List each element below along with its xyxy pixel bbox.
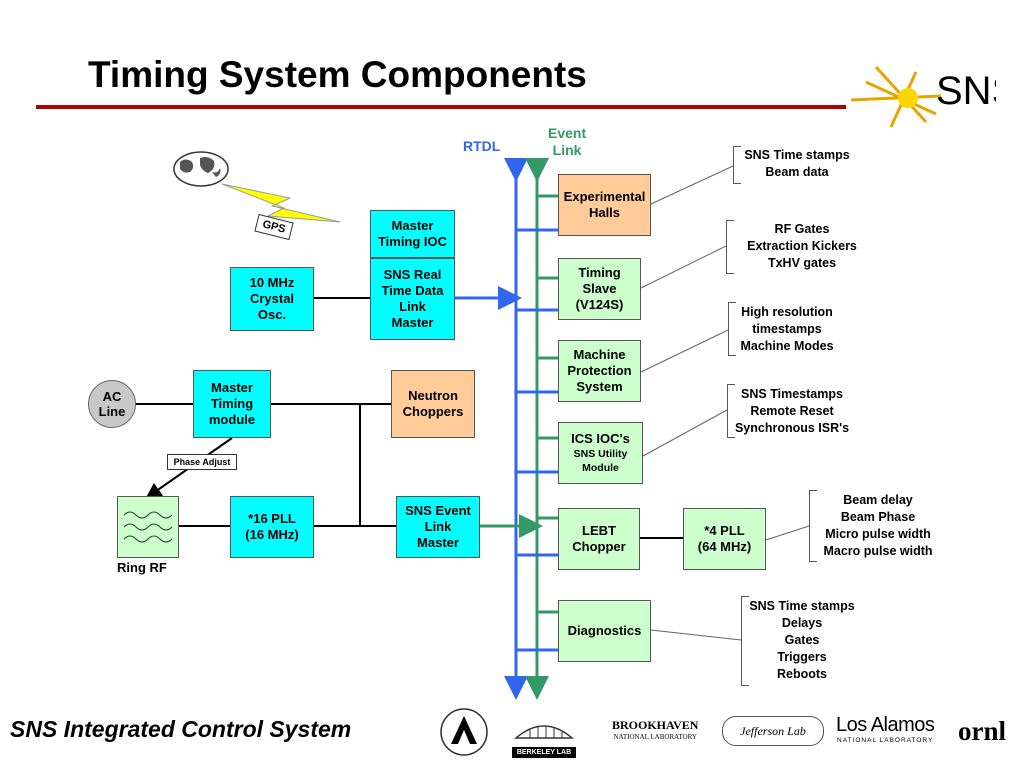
argonne-logo [440,708,488,756]
berkeley-building-icon [513,725,575,739]
sns-logo-text: SNS [936,69,996,113]
pll16-box: *16 PLL(16 MHz) [230,496,314,558]
page-title: Timing System Components [88,54,587,95]
ring-rf-box [117,496,179,558]
berkeley-logo: BERKELEY LAB [512,710,576,758]
los-alamos-logo: Los Alamos NATIONAL LABORATORY [836,714,935,744]
sine-wave-icon [123,511,173,543]
sns-logo: SNS [850,65,996,128]
phase-adjust-label: Phase Adjust [167,454,237,470]
ring-rf-label: Ring RF [117,560,167,575]
diagnostics-box: Diagnostics [558,600,651,662]
jefferson-lab-logo: Jefferson Lab [722,716,824,746]
rtdl-label: RTDL [463,138,501,154]
ornl-logo: ornl [958,716,1007,746]
brookhaven-logo: BROOKHAVEN NATIONAL LABORATORY [612,718,699,741]
footer-text: SNS Integrated Control System [10,716,352,742]
globe-icon [173,151,229,187]
pll4-box: *4 PLL(64 MHz) [683,508,766,570]
title-rule [36,105,846,109]
